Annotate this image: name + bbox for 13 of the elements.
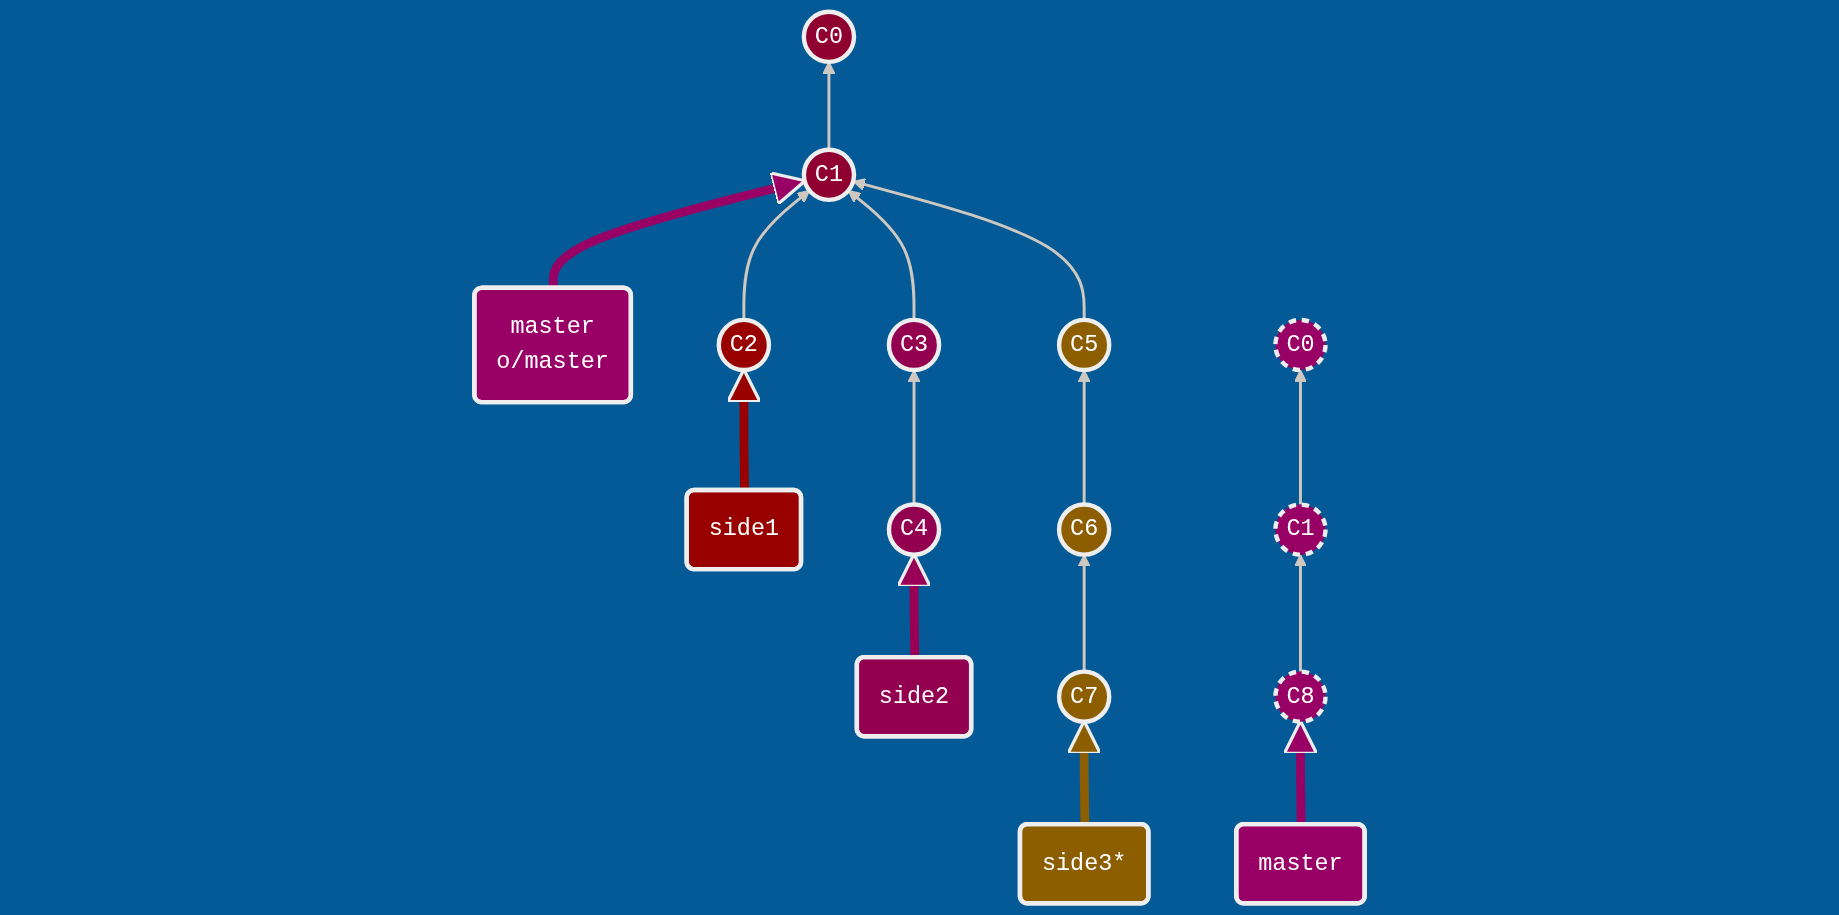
node-circle: C8 xyxy=(1273,669,1328,724)
node-circle: C6 xyxy=(1056,502,1112,557)
node-circle: C3 xyxy=(886,317,942,373)
node-circle: C1 xyxy=(1273,502,1328,557)
node-circle: C4 xyxy=(886,502,942,557)
arrow xyxy=(742,190,811,320)
node-circle: C1 xyxy=(801,147,857,203)
node-circle: C0 xyxy=(801,9,857,65)
node-circle: C0 xyxy=(1273,317,1328,373)
node-circle: C5 xyxy=(1056,317,1112,373)
node-circle: C2 xyxy=(716,317,772,373)
node-circle: C7 xyxy=(1056,669,1112,724)
arrow xyxy=(847,190,916,320)
